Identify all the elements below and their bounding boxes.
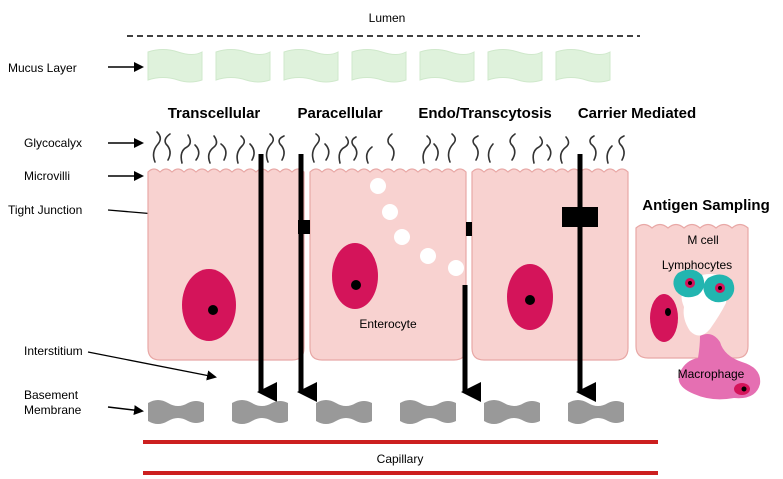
basement-membrane-segment	[400, 400, 456, 424]
basement-membrane	[148, 400, 624, 424]
basement-membrane-pointer	[108, 407, 142, 411]
basement-membrane-segment	[148, 400, 204, 424]
m-cell-label: M cell	[687, 233, 718, 247]
paracellular-label: Paracellular	[297, 105, 382, 122]
lymphocyte-nucleolus	[688, 281, 692, 285]
m-cell-nucleus	[650, 294, 678, 342]
enterocyte-cell-3	[472, 169, 628, 360]
lumen-label: Lumen	[369, 11, 406, 25]
macrophage-nucleolus	[742, 387, 747, 392]
glycocalyx	[154, 132, 625, 163]
basement-membrane-segment	[316, 400, 372, 424]
tight-junction-label: Tight Junction	[8, 203, 82, 217]
interstitium-label: Interstitium	[24, 344, 83, 358]
mucus-patch	[352, 50, 406, 83]
basement-membrane-segment	[484, 400, 540, 424]
vesicle	[394, 229, 410, 245]
basement-membrane-segment	[232, 400, 288, 424]
basement-membrane-segment	[568, 400, 624, 424]
mucus-layer	[148, 50, 610, 83]
carrier-mediated-label: Carrier Mediated	[578, 105, 696, 122]
nucleolus	[351, 280, 361, 290]
basement-membrane-label-line2: Membrane	[24, 403, 82, 417]
enterocyte-label: Enterocyte	[359, 317, 417, 331]
mucus-patch	[216, 50, 270, 83]
nucleus	[182, 269, 236, 341]
capillary-label: Capillary	[377, 452, 424, 466]
transcellular-label: Transcellular	[168, 105, 261, 122]
tight-junction-block	[466, 222, 472, 236]
vesicle	[382, 204, 398, 220]
mucus-patch	[148, 50, 202, 83]
vesicle	[448, 260, 464, 276]
nucleus	[332, 243, 378, 309]
antigen-sampling-label: Antigen Sampling	[642, 197, 770, 214]
enterocyte-cell-2	[310, 169, 466, 360]
nucleolus	[525, 295, 535, 305]
glycocalyx-label: Glycocalyx	[24, 136, 82, 150]
vesicle	[420, 248, 436, 264]
m-cell-nucleolus	[665, 308, 671, 316]
mucus-patch	[420, 50, 474, 83]
mucus-patch	[284, 50, 338, 83]
mucus-layer-label: Mucus Layer	[8, 61, 77, 75]
mucus-patch	[556, 50, 610, 83]
macrophage-label: Macrophage	[678, 367, 745, 381]
mucus-patch	[488, 50, 542, 83]
endo-transcytosis-label: Endo/Transcytosis	[418, 105, 551, 122]
nucleolus	[208, 305, 218, 315]
carrier-protein	[562, 207, 598, 227]
lymphocyte-nucleolus	[718, 286, 722, 290]
lymphocytes-label: Lymphocytes	[662, 258, 732, 272]
microvilli-label: Microvilli	[24, 169, 70, 183]
vesicle	[370, 178, 386, 194]
basement-membrane-label-line1: Basement	[24, 388, 79, 402]
